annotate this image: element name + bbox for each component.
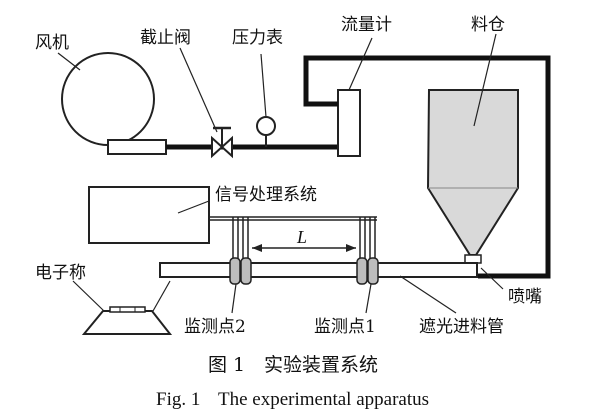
monitoring-point-1-sensor [356, 257, 379, 285]
label-hopper: 料仓 [471, 15, 505, 35]
feed-pipe [159, 262, 478, 278]
distance-arrow [252, 244, 356, 252]
electronic-scale [81, 306, 173, 335]
sensor-cables [232, 217, 376, 262]
label-point-1: 监测点1 [314, 317, 376, 337]
air-line [303, 55, 551, 279]
fan-outlet [107, 139, 167, 155]
hopper-outlet [464, 254, 482, 264]
label-valve: 截止阀 [140, 28, 191, 48]
caption-en-number: Fig. 1 [156, 389, 200, 410]
hopper [426, 89, 519, 264]
label-distance: L [296, 227, 307, 247]
monitoring-point-2-sensor [229, 257, 252, 285]
pressure-gauge [256, 116, 276, 147]
leader-lines [57, 33, 504, 314]
flow-meter [337, 89, 361, 157]
signal-processing-box [88, 186, 210, 244]
label-feed-pipe: 遮光进料管 [419, 317, 504, 337]
label-nozzle: 喷嘴 [508, 287, 542, 307]
stop-valve [211, 126, 233, 159]
caption-zh-title: 实验装置系统 [264, 354, 378, 376]
label-point-2: 监测点2 [184, 317, 246, 337]
label-signal-processing: 信号处理系统 [215, 185, 317, 205]
label-pressure-gauge: 压力表 [232, 28, 283, 48]
caption-zh-number: 图 1 [208, 354, 245, 376]
label-scale: 电子称 [35, 263, 86, 283]
caption-en-title: The experimental apparatus [218, 389, 429, 410]
label-flow-meter: 流量计 [341, 15, 392, 35]
label-fan: 风机 [35, 33, 69, 53]
